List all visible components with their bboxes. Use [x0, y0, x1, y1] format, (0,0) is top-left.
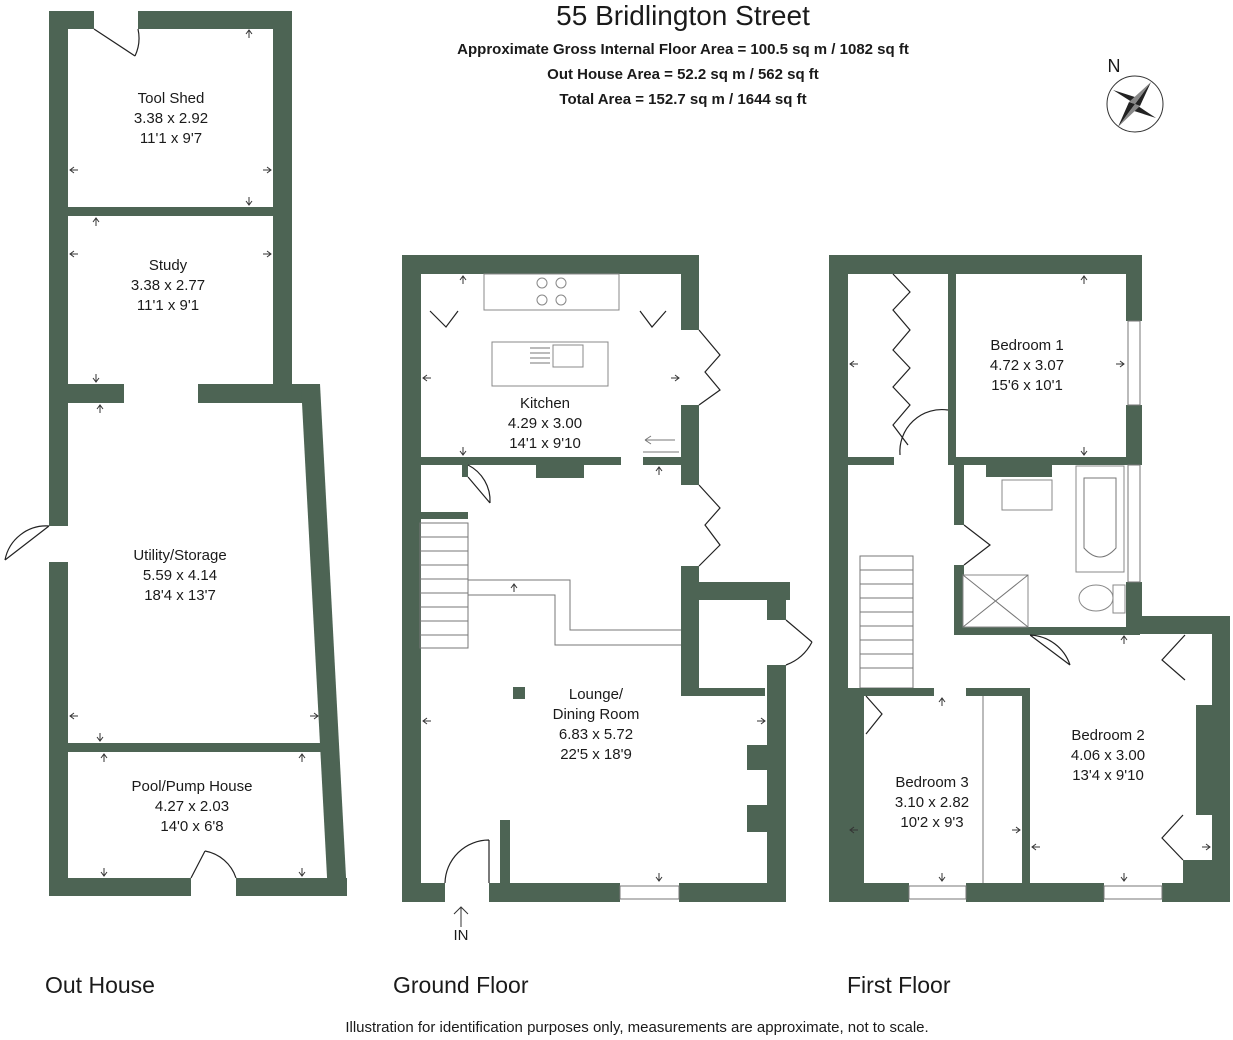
gross-area-text: Approximate Gross Internal Floor Area = …: [457, 41, 909, 58]
hob-icon: [536, 277, 567, 306]
bedroom-3-name: Bedroom 3: [895, 774, 968, 791]
ground-floor-plan: IN Kitchen 4.29 x 3.00 14'1 x 9'10 Loung…: [402, 255, 813, 944]
lounge-name-line1: Lounge/: [569, 686, 624, 703]
outhouse-plan: Tool Shed 3.38 x 2.92 11'1 x 9'7 Study 3…: [4, 11, 347, 896]
kitchen-metric: 4.29 x 3.00: [508, 415, 582, 432]
pool-name: Pool/Pump House: [132, 778, 253, 795]
total-area-text: Total Area = 152.7 sq m / 1644 sq ft: [559, 91, 806, 108]
bedroom-2-imperial: 13'4 x 9'10: [1072, 767, 1144, 784]
tool-shed-metric: 3.38 x 2.92: [134, 110, 208, 127]
bedroom-1-metric: 4.72 x 3.07: [990, 357, 1064, 374]
compass-north-label: N: [1108, 56, 1121, 76]
bedroom-2-name: Bedroom 2: [1071, 727, 1144, 744]
outhouse-caption: Out House: [45, 972, 155, 998]
bedroom-1-imperial: 15'6 x 10'1: [991, 377, 1063, 394]
utility-imperial: 18'4 x 13'7: [144, 587, 216, 604]
tool-shed-name: Tool Shed: [138, 90, 205, 107]
lounge-metric: 6.83 x 5.72: [559, 726, 633, 743]
bedroom-1-name: Bedroom 1: [990, 337, 1063, 354]
tool-shed-imperial: 11'1 x 9'7: [140, 130, 202, 147]
pool-imperial: 14'0 x 6'8: [160, 818, 223, 835]
kitchen-name: Kitchen: [520, 395, 570, 412]
utility-name: Utility/Storage: [133, 547, 226, 564]
sink-icon: [530, 344, 584, 368]
study-name: Study: [149, 257, 188, 274]
first-floor-caption: First Floor: [847, 972, 951, 998]
bedroom-3-metric: 3.10 x 2.82: [895, 794, 969, 811]
ground-floor-caption: Ground Floor: [393, 972, 529, 998]
lounge-name-line2: Dining Room: [553, 706, 640, 723]
study-imperial: 11'1 x 9'1: [137, 297, 199, 314]
study-metric: 3.38 x 2.77: [131, 277, 205, 294]
bedroom-2-metric: 4.06 x 3.00: [1071, 747, 1145, 764]
bedroom-3-imperial: 10'2 x 9'3: [900, 814, 963, 831]
first-floor-plan: Bedroom 1 4.72 x 3.07 15'6 x 10'1 Bedroo…: [829, 255, 1230, 902]
outhouse-area-text: Out House Area = 52.2 sq m / 562 sq ft: [547, 66, 819, 83]
entrance-label: IN: [454, 927, 469, 944]
plan-title: 55 Bridlington Street: [556, 0, 810, 31]
compass-icon: N: [1106, 56, 1164, 133]
pool-metric: 4.27 x 2.03: [155, 798, 229, 815]
kitchen-imperial: 14'1 x 9'10: [509, 435, 581, 452]
disclaimer-text: Illustration for identification purposes…: [345, 1019, 928, 1036]
lounge-imperial: 22'5 x 18'9: [560, 746, 632, 763]
utility-metric: 5.59 x 4.14: [143, 567, 217, 584]
